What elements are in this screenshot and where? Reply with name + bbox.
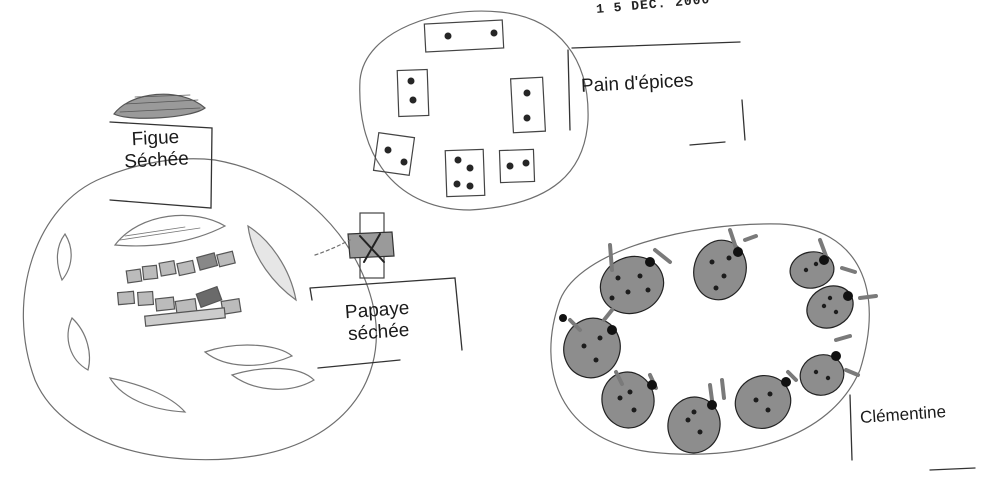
pain-epices-dots [385, 30, 531, 190]
whole-fig-icon [114, 94, 205, 118]
clementine-plate [551, 224, 975, 470]
pain-epices-plate-outline [360, 11, 588, 210]
label-papaye-sechee: Papaye séchée [332, 297, 425, 347]
label-figue-sechee: Figue Séchée [115, 126, 197, 174]
label-figue-line2: Séchée [116, 148, 197, 174]
pain-epices-pieces [374, 20, 546, 197]
pain-epices-plate [360, 11, 745, 210]
figue-plate [23, 94, 376, 459]
papaye-sample [310, 213, 462, 368]
figue-plate-outline [23, 159, 376, 460]
papaye-pieces-on-plate [118, 251, 241, 326]
